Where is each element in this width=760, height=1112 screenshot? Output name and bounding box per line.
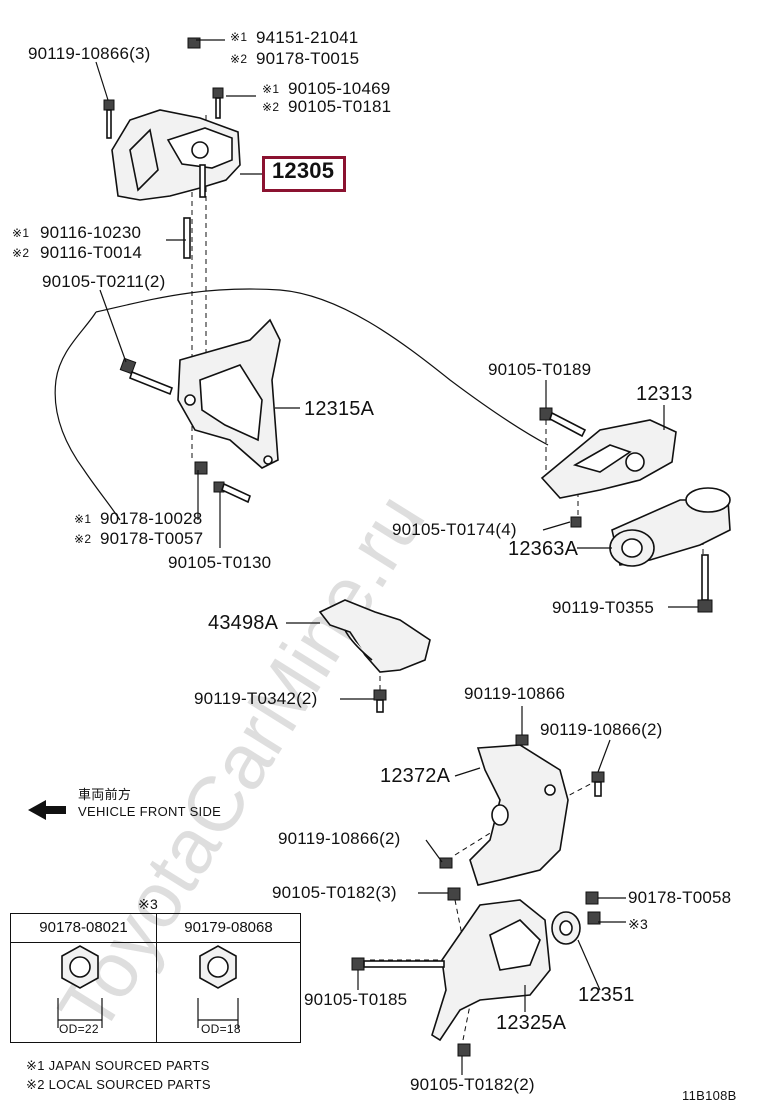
label-90105-t0181[interactable]: 90105-T0181 (288, 97, 392, 116)
engine-outline-left (54, 311, 121, 521)
label-90178-t0057[interactable]: 90178-T0057 (100, 529, 204, 548)
nut-94151 (187, 37, 201, 49)
table-col2-od: OD=18 (201, 1022, 241, 1036)
mark-1: ※1 (74, 512, 92, 526)
bolt-90105-t0130 (213, 481, 251, 504)
highlight-box (262, 156, 346, 192)
nut-90178-10028 (194, 461, 208, 475)
bracket-12315a (177, 318, 281, 469)
engine-mount-12325a (431, 899, 551, 1042)
table-col1-part[interactable]: 90178-08021 (11, 914, 156, 943)
front-arrow-icon (28, 800, 66, 820)
bolt-90119-10866-right (591, 771, 605, 797)
label-43498a[interactable]: 43498A (208, 612, 279, 634)
legend-japan: ※1 JAPAN SOURCED PARTS (26, 1058, 210, 1073)
label-90116-10230[interactable]: 90116-10230 (40, 223, 142, 242)
label-12351[interactable]: 12351 (578, 984, 635, 1006)
label-90105-t0174[interactable]: 90105-T0174(4) (392, 520, 517, 539)
front-side-en: VEHICLE FRONT SIDE (78, 804, 222, 819)
bolt-90105-t0182-bottom (457, 1043, 471, 1057)
label-90119-10866-3[interactable]: 90119-10866(3) (28, 44, 151, 63)
bolt-90119-10866-top (103, 99, 115, 139)
nut-90178-t0058 (585, 891, 601, 925)
table-col2-part[interactable]: 90179-08068 (157, 914, 300, 943)
bracket-12313 (540, 419, 677, 499)
nut-icon-22 (57, 945, 103, 1028)
nut-size-table: 90178-08021 90179-08068 OD=22 OD=18 (10, 913, 301, 1043)
diagram-code: 11B108B (682, 1088, 737, 1103)
label-12315a[interactable]: 12315A (304, 398, 375, 420)
table-mark-3: ※3 (138, 896, 159, 912)
label-90105-t0182-2[interactable]: 90105-T0182(2) (410, 1075, 535, 1094)
label-90105-t0130[interactable]: 90105-T0130 (168, 553, 272, 572)
mark-2: ※2 (12, 246, 30, 260)
mark-1: ※1 (262, 82, 280, 96)
label-90105-t0211[interactable]: 90105-T0211(2) (42, 272, 166, 291)
table-col1-od: OD=22 (59, 1022, 99, 1036)
label-90105-10469[interactable]: 90105-10469 (288, 79, 391, 98)
bolt-90105-t0211 (119, 357, 173, 396)
bracket-12372a (469, 744, 569, 886)
bolt-90105-t0185 (351, 957, 445, 971)
bolt-90105-t0174 (570, 516, 582, 528)
label-90119-t0355[interactable]: 90119-T0355 (552, 598, 655, 617)
heat-shield-43498a (318, 599, 431, 673)
nut-icon-18 (197, 945, 239, 1028)
legend-local: ※2 LOCAL SOURCED PARTS (26, 1077, 211, 1092)
mark-1: ※1 (230, 30, 248, 44)
label-90119-10866-2-right[interactable]: 90119-10866(2) (540, 720, 663, 739)
label-94151-21041[interactable]: 94151-21041 (256, 28, 359, 47)
engine-outline-top (95, 288, 549, 446)
bolt-90105-10469 (212, 87, 224, 119)
torque-rod-12363a (609, 487, 731, 567)
label-12313[interactable]: 12313 (636, 383, 693, 405)
engine-mount-12305 (111, 109, 241, 201)
bolt-90119-t0342 (373, 689, 387, 713)
bolt-90119-t0355 (697, 554, 713, 613)
mark-2: ※2 (230, 52, 248, 66)
label-90178-10028[interactable]: 90178-10028 (100, 509, 203, 528)
bolt-90105-t0182-top (447, 887, 461, 901)
label-12305[interactable]: 12305 (272, 158, 335, 183)
mark-2: ※2 (262, 100, 280, 114)
table-divider (156, 914, 157, 1042)
bolt-90119-10866-left (439, 857, 453, 869)
label-90116-t0014[interactable]: 90116-T0014 (40, 243, 143, 262)
bolt-90105-t0189 (539, 407, 587, 438)
label-90105-t0182-3[interactable]: 90105-T0182(3) (272, 883, 397, 902)
mark-3: ※3 (628, 916, 649, 932)
bushing-12351 (551, 911, 581, 945)
label-12372a[interactable]: 12372A (380, 765, 451, 787)
label-90178-t0058[interactable]: 90178-T0058 (628, 888, 732, 907)
label-90119-t0342[interactable]: 90119-T0342(2) (194, 689, 318, 708)
mark-2: ※2 (74, 532, 92, 546)
label-90119-10866[interactable]: 90119-10866 (464, 684, 566, 703)
label-90105-t0185[interactable]: 90105-T0185 (304, 990, 408, 1009)
label-90119-10866-2-left[interactable]: 90119-10866(2) (278, 829, 401, 848)
stud-90116 (183, 164, 206, 259)
label-12325a[interactable]: 12325A (496, 1012, 567, 1034)
label-12363a[interactable]: 12363A (508, 538, 579, 560)
label-90178-t0015[interactable]: 90178-T0015 (256, 49, 360, 68)
label-90105-t0189[interactable]: 90105-T0189 (488, 360, 592, 379)
bolt-90119-10866-mid (515, 734, 529, 746)
mark-1: ※1 (12, 226, 30, 240)
front-side-jp: 車両前方 (78, 787, 132, 802)
